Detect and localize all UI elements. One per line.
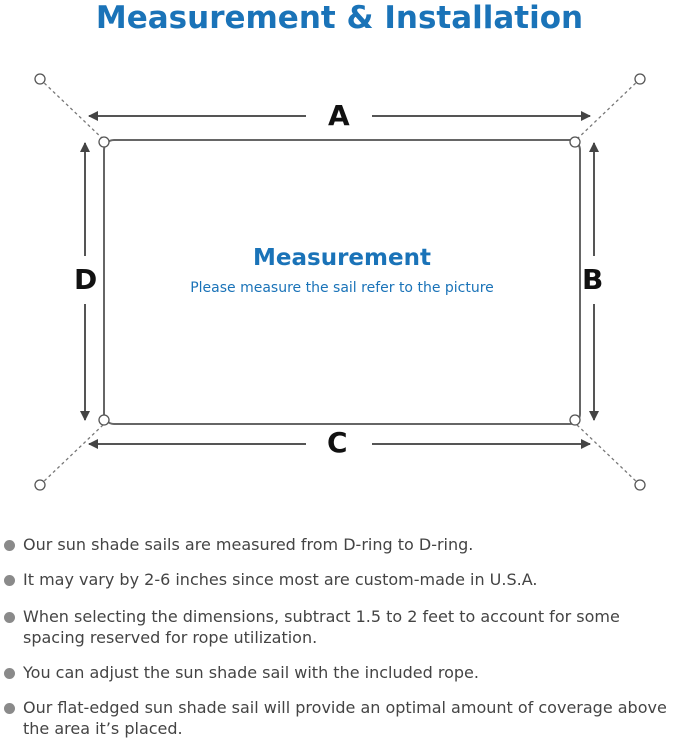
bullet-dot-icon [4, 703, 15, 714]
bullet-text: When selecting the dimensions, subtract … [23, 607, 620, 647]
diagram-center-subtitle: Please measure the sail refer to the pic… [190, 280, 494, 296]
d-ring-top-right [569, 136, 581, 148]
dimension-label-c: C [327, 426, 348, 459]
d-ring-bottom-right [569, 414, 581, 426]
bullet-text: It may vary by 2-6 inches since most are… [23, 570, 538, 589]
bullet-dot-icon [4, 540, 15, 551]
rope-line-bottom-right [575, 423, 641, 486]
rope-line-top-left [39, 78, 105, 141]
anchor-point-top-left [34, 73, 46, 85]
bullet-text: Our flat-edged sun shade sail will provi… [23, 698, 667, 738]
bullet-text: Our sun shade sails are measured from D-… [23, 535, 474, 554]
d-ring-bottom-left [98, 414, 110, 426]
rope-line-bottom-left [39, 423, 105, 486]
anchor-point-bottom-left [34, 479, 46, 491]
anchor-point-top-right [634, 73, 646, 85]
anchor-point-bottom-right [634, 479, 646, 491]
bullet-dot-icon [4, 575, 15, 586]
d-ring-top-left [98, 136, 110, 148]
bullet-text: You can adjust the sun shade sail with t… [23, 663, 479, 682]
bullet-dot-icon [4, 668, 15, 679]
rope-line-top-right [575, 78, 641, 141]
measurement-diagram [34, 73, 646, 491]
dimension-label-b: B [582, 263, 604, 296]
diagram-center-title: Measurement [253, 245, 431, 271]
page-title: Measurement & Installation [95, 0, 584, 36]
dimension-label-a: A [328, 99, 350, 132]
sail-rectangle [103, 139, 581, 425]
bullet-dot-icon [4, 612, 15, 623]
dimension-label-d: D [74, 263, 98, 296]
